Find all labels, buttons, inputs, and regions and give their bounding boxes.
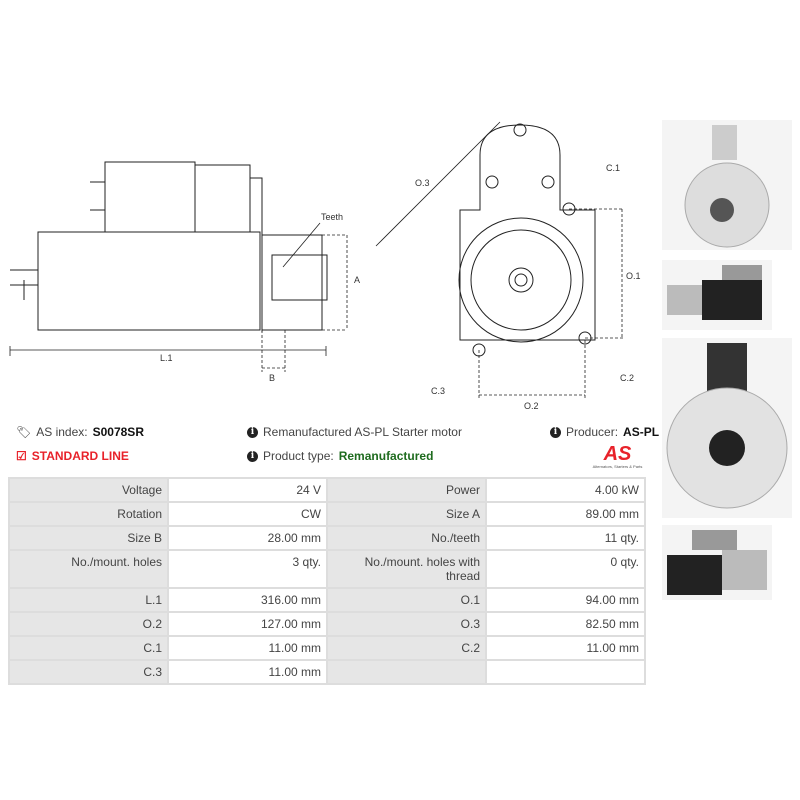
spec-value: 11.00 mm bbox=[167, 659, 328, 685]
info-icon: i bbox=[247, 450, 258, 462]
as-index: 🏷AS index:S0078SR bbox=[16, 425, 144, 439]
spec-value: 3 qty. bbox=[167, 549, 328, 589]
spec-value: 11.00 mm bbox=[485, 635, 646, 661]
side-view-drawing bbox=[9, 161, 348, 372]
label-c3: C.3 bbox=[431, 386, 446, 396]
spec-value: 4.00 kW bbox=[485, 477, 646, 503]
spec-label: O.3 bbox=[326, 611, 487, 637]
spec-value: CW bbox=[167, 501, 328, 527]
label-l1: L.1 bbox=[160, 353, 173, 363]
spec-label: C.3 bbox=[8, 659, 169, 685]
spec-value: 0 qty. bbox=[485, 549, 646, 589]
spec-label: No./mount. holes with thread bbox=[326, 549, 487, 589]
info-icon: i bbox=[247, 426, 258, 438]
spec-value: 82.50 mm bbox=[485, 611, 646, 637]
product-photo-side bbox=[662, 260, 772, 330]
spec-value bbox=[485, 659, 646, 685]
spec-label: L.1 bbox=[8, 587, 169, 613]
spec-value: 11 qty. bbox=[485, 525, 646, 551]
spec-label: Size B bbox=[8, 525, 169, 551]
label-o1: O.1 bbox=[626, 271, 641, 281]
spec-label: C.2 bbox=[326, 635, 487, 661]
label-c2: C.2 bbox=[620, 373, 635, 383]
label-c1: C.1 bbox=[606, 163, 621, 173]
technical-drawing bbox=[9, 121, 625, 400]
info-icon: i bbox=[550, 426, 561, 438]
product-photo-side-2 bbox=[662, 525, 772, 600]
label-a: A bbox=[354, 275, 361, 285]
spec-label: No./teeth bbox=[326, 525, 487, 551]
spec-value: 24 V bbox=[167, 477, 328, 503]
tag-icon: 🏷 bbox=[16, 425, 32, 439]
spec-label: Power bbox=[326, 477, 487, 503]
as-pl-logo: AS Alternators, Starters & Parts bbox=[592, 443, 643, 469]
front-view-drawing bbox=[375, 121, 625, 400]
spec-label: O.1 bbox=[326, 587, 487, 613]
standard-line: ☑STANDARD LINE bbox=[16, 449, 129, 463]
label-o2: O.2 bbox=[524, 401, 539, 411]
spec-label: Voltage bbox=[8, 477, 169, 503]
checkbox-icon: ☑ bbox=[16, 449, 27, 463]
product-photo-rear bbox=[662, 338, 792, 518]
label-b: B bbox=[269, 373, 276, 383]
spec-label: Size A bbox=[326, 501, 487, 527]
label-teeth: Teeth bbox=[321, 212, 344, 222]
spec-value: 127.00 mm bbox=[167, 611, 328, 637]
product-photo-front bbox=[662, 120, 792, 250]
spec-label: C.1 bbox=[8, 635, 169, 661]
spec-value: 11.00 mm bbox=[167, 635, 328, 661]
spec-label: No./mount. holes bbox=[8, 549, 169, 589]
spec-label bbox=[326, 659, 487, 685]
spec-value: 89.00 mm bbox=[485, 501, 646, 527]
spec-value: 28.00 mm bbox=[167, 525, 328, 551]
spec-label: O.2 bbox=[8, 611, 169, 637]
spec-value: 94.00 mm bbox=[485, 587, 646, 613]
spec-value: 316.00 mm bbox=[167, 587, 328, 613]
label-o3: O.3 bbox=[415, 178, 430, 188]
spec-label: Rotation bbox=[8, 501, 169, 527]
